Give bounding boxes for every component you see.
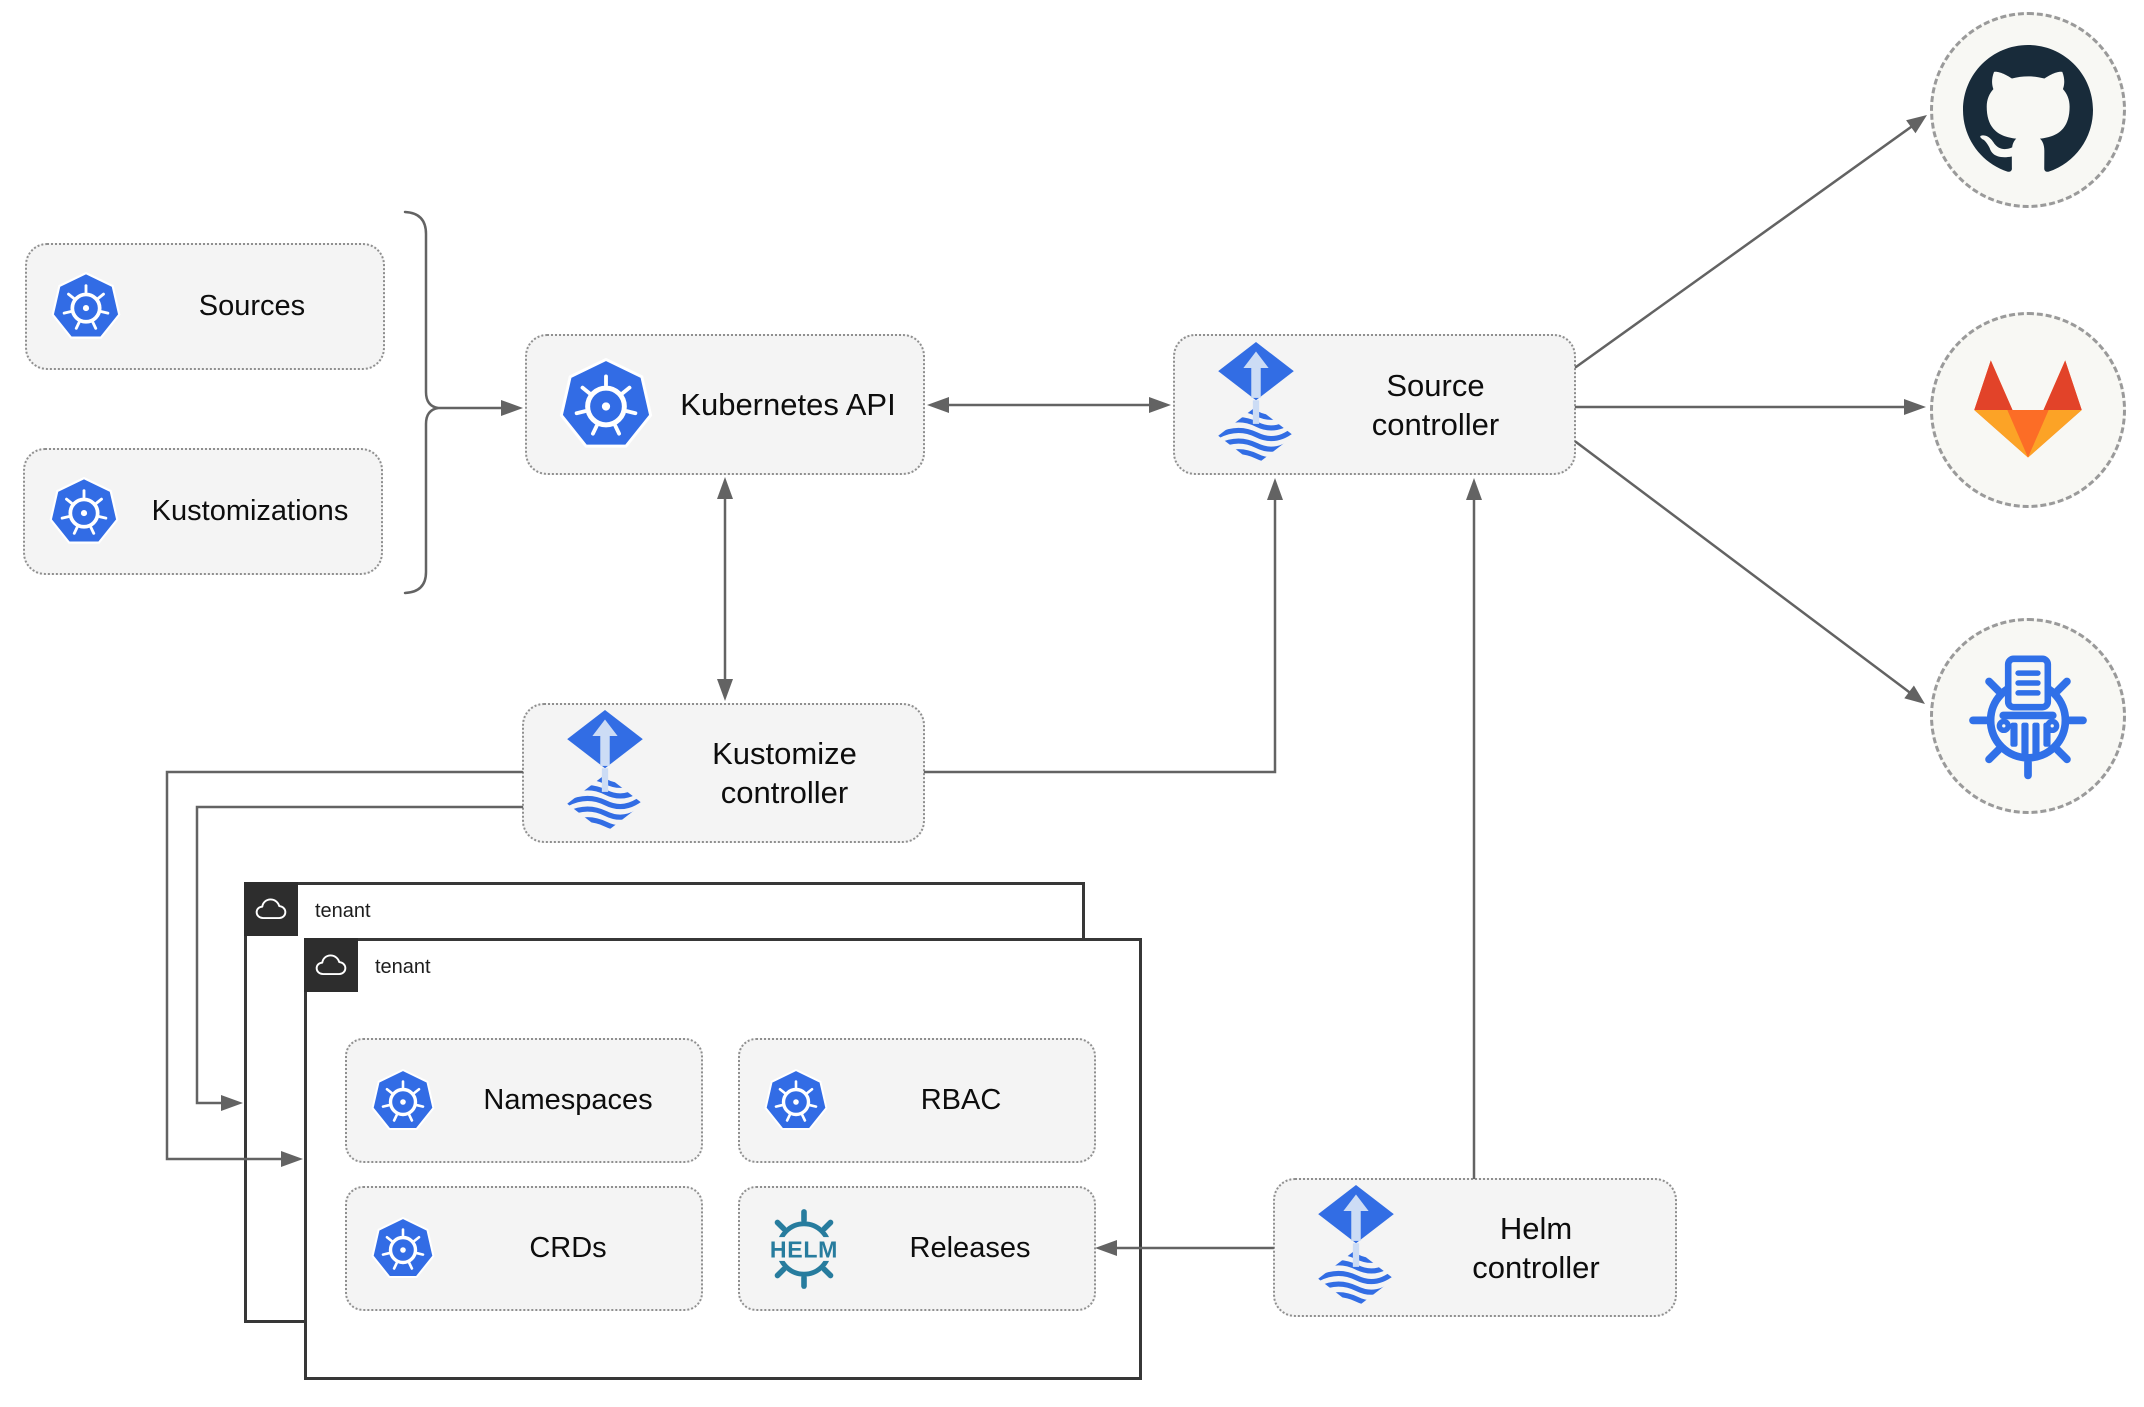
chartmuseum-circle xyxy=(1930,618,2126,814)
gitlab-icon xyxy=(1974,360,2082,458)
node-namespaces-label: Namespaces xyxy=(483,1084,653,1116)
node-rbac-label: RBAC xyxy=(920,1084,1002,1116)
node-kustomizations: Kustomizations xyxy=(23,448,383,575)
node-kustomizations-label: Kustomizations xyxy=(151,495,349,527)
kubernetes-icon xyxy=(51,272,121,342)
node-kustomize-controller-label: Kustomize controller xyxy=(712,736,857,810)
kubernetes-icon xyxy=(371,1069,435,1133)
kubernetes-icon xyxy=(559,358,653,452)
node-rbac: RBAC xyxy=(738,1038,1096,1163)
node-sources: Sources xyxy=(25,243,385,370)
node-crds-label: CRDs xyxy=(529,1232,607,1264)
node-namespaces: Namespaces xyxy=(345,1038,703,1163)
kubernetes-icon xyxy=(371,1217,435,1281)
tenant-label: tenant xyxy=(375,956,431,978)
node-source-controller: Source controller xyxy=(1173,334,1576,475)
kubernetes-icon xyxy=(49,477,119,547)
gitlab-circle xyxy=(1930,312,2126,508)
github-icon xyxy=(1963,45,2093,172)
kubernetes-icon xyxy=(764,1069,828,1133)
tenant-box-front: tenant Namespaces RBAC CRDs xyxy=(304,938,1142,1380)
cloud-icon xyxy=(254,895,288,923)
github-circle xyxy=(1930,12,2126,208)
node-kubernetes-api-label: Kubernetes API xyxy=(680,386,896,422)
flux-icon xyxy=(1215,342,1297,468)
tenant-header xyxy=(244,882,298,936)
tenant-label: tenant xyxy=(315,900,371,922)
tenant-header xyxy=(304,938,358,992)
helm-wordmark: HELM xyxy=(770,1236,838,1262)
node-kubernetes-api: Kubernetes API xyxy=(525,334,925,475)
flux-icon xyxy=(564,710,646,836)
node-helm-controller: Helm controller xyxy=(1273,1178,1677,1317)
node-source-controller-label: Source controller xyxy=(1371,367,1500,442)
node-helm-controller-label: Helm controller xyxy=(1472,1210,1600,1285)
node-releases: HELM Releases xyxy=(738,1186,1096,1311)
node-sources-label: Sources xyxy=(198,290,306,322)
flux-icon xyxy=(1315,1185,1397,1311)
node-releases-label: Releases xyxy=(909,1232,1031,1264)
helm-icon: HELM xyxy=(770,1208,838,1289)
node-crds: CRDs xyxy=(345,1186,703,1311)
cloud-icon xyxy=(314,951,348,979)
node-kustomize-controller: Kustomize controller xyxy=(522,703,925,843)
chartmuseum-icon xyxy=(1969,655,2087,780)
